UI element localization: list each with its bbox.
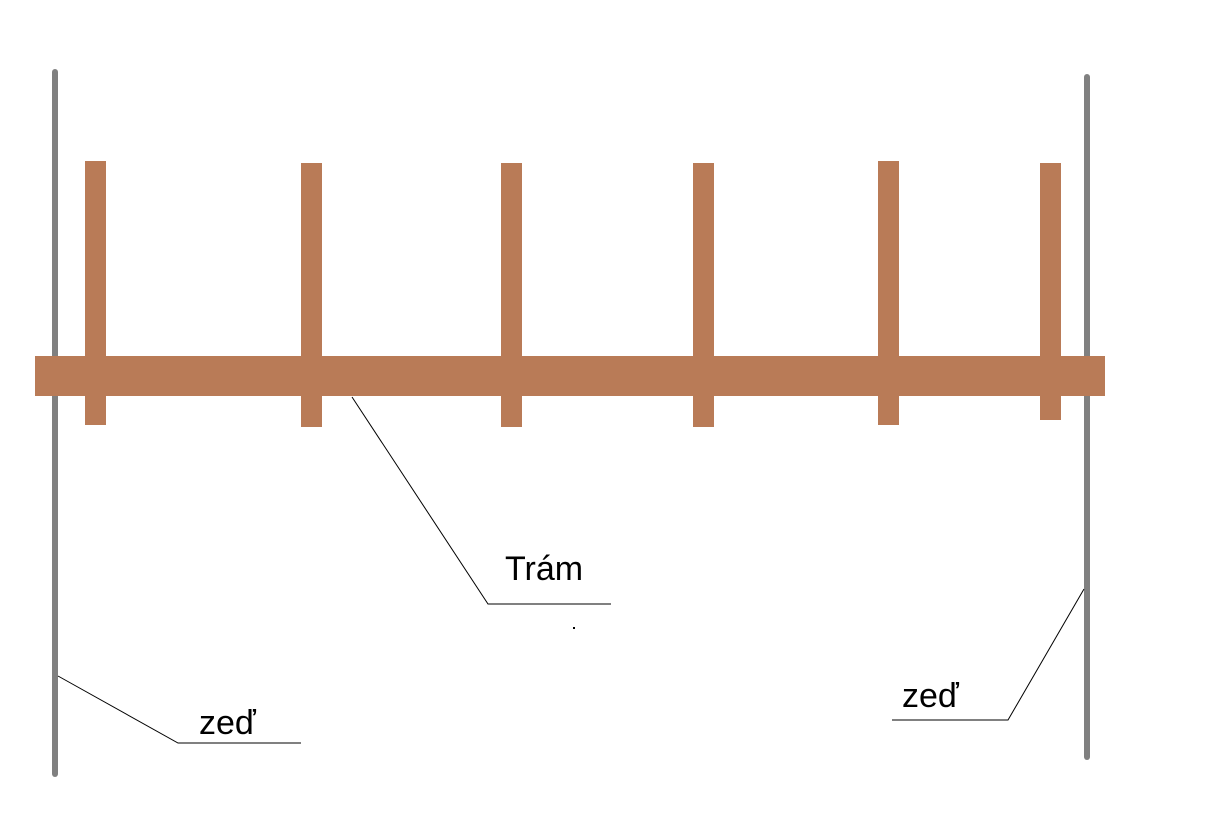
beam-label: Trám [505, 550, 583, 588]
beam-leader-line [351, 396, 611, 605]
joist-6 [1040, 163, 1061, 420]
wall-right-label: zeď [902, 677, 960, 715]
wall-left-leader-line [57, 675, 301, 744]
main-beam [35, 356, 1105, 396]
stray-dot [573, 627, 575, 629]
wall-left-label: zeď [199, 704, 257, 742]
wall-right-leader-line [892, 588, 1085, 721]
